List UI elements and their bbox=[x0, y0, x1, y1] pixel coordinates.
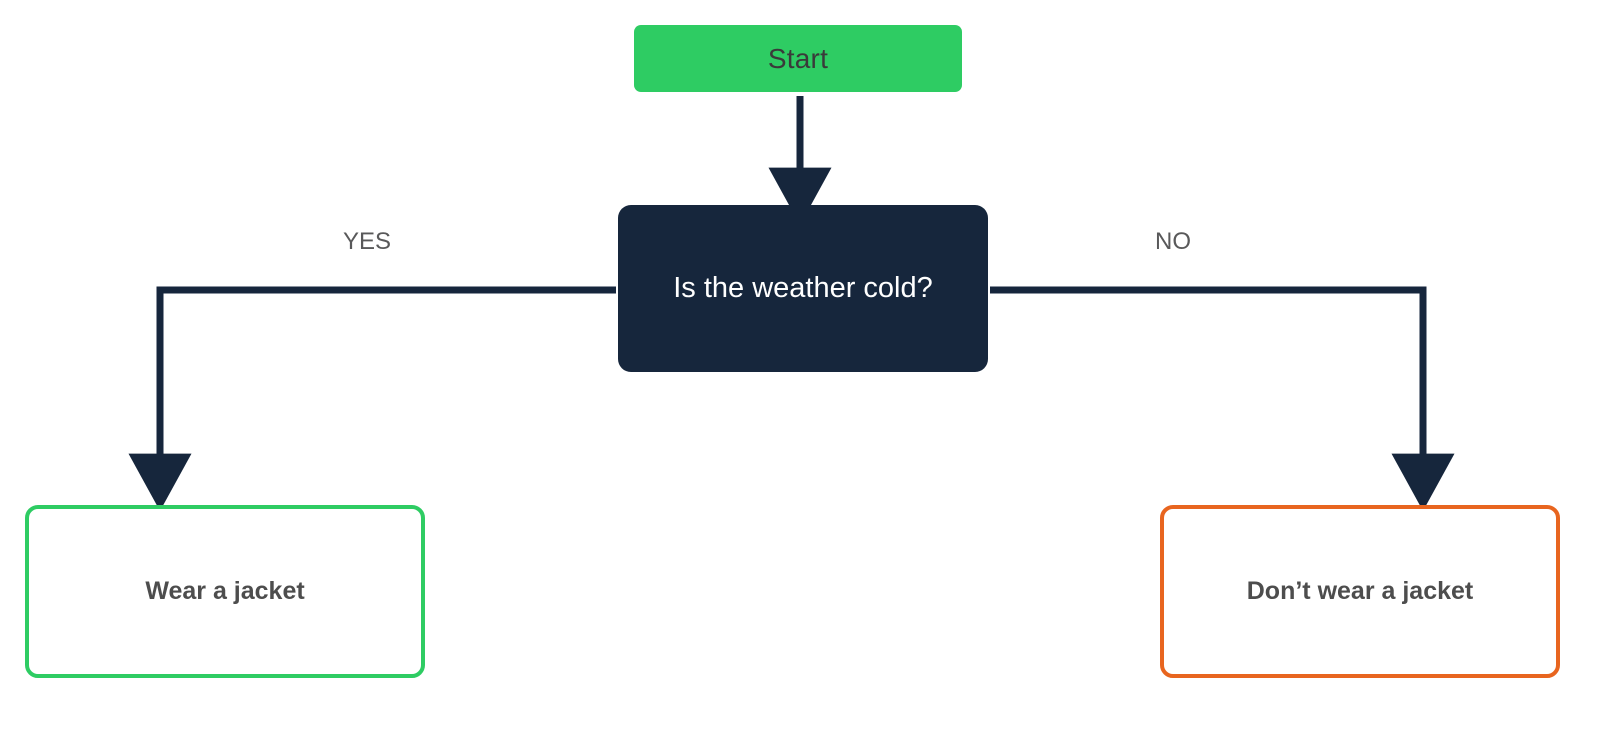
node-decision-is-weather-cold[interactable]: Is the weather cold? bbox=[618, 205, 988, 372]
edge-decision-to-yes-outcome bbox=[128, 286, 616, 511]
node-outcome-dont-wear-a-jacket[interactable]: Don’t wear a jacket bbox=[1160, 505, 1560, 678]
edge-decision-to-no-outcome bbox=[990, 286, 1455, 511]
edge-label-yes: YES bbox=[343, 228, 392, 255]
node-outcome-wear-a-jacket[interactable]: Wear a jacket bbox=[25, 505, 425, 678]
node-start[interactable]: Start bbox=[634, 25, 962, 92]
edge-label-no: NO bbox=[1155, 228, 1191, 255]
